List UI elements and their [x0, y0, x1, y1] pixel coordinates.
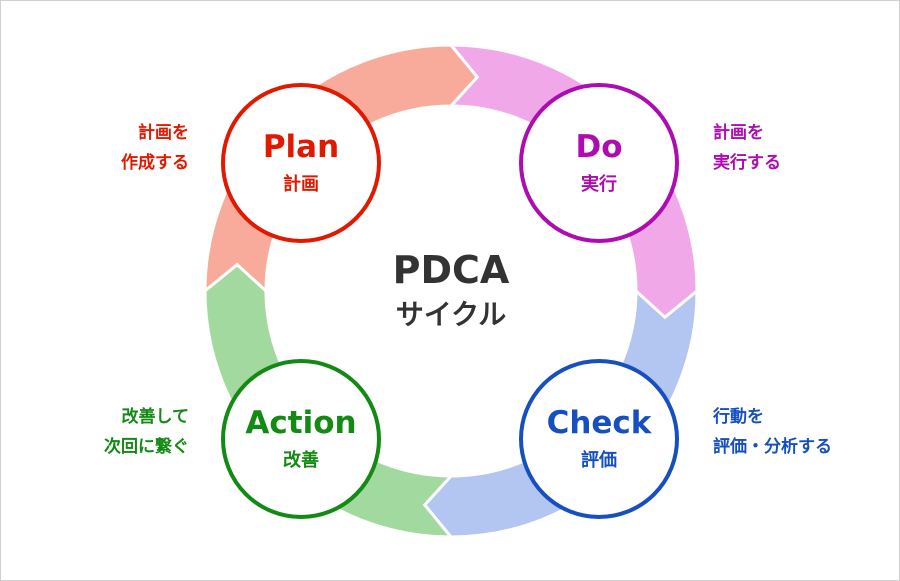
plan-description: 計画を 作成する — [39, 118, 189, 178]
do-desc-line: 実行する — [713, 153, 781, 173]
action-description: 改善して 次回に繋ぐ — [39, 402, 189, 462]
center-title-main: PDCA — [392, 248, 510, 292]
center-title: PDCA サイクル — [351, 251, 551, 333]
check-label-ja: 評価 — [581, 450, 617, 472]
plan-circle: Plan 計画 — [221, 83, 381, 243]
check-desc-line: 行動を — [713, 407, 764, 427]
plan-label-ja: 計画 — [283, 174, 319, 196]
action-label-ja: 改善 — [283, 450, 319, 472]
check-desc-line: 評価・分析する — [713, 437, 832, 457]
plan-desc-line: 計画を — [138, 123, 189, 143]
action-desc-line: 改善して — [121, 407, 190, 427]
action-circle: Action 改善 — [221, 359, 381, 519]
action-label: Action — [245, 404, 357, 441]
center-title-sub: サイクル — [395, 298, 507, 331]
plan-desc-line: 作成する — [121, 153, 189, 173]
check-label: Check — [546, 404, 652, 441]
do-circle: Do 実行 — [519, 83, 679, 243]
do-label: Do — [575, 128, 623, 165]
action-desc-line: 次回に繋ぐ — [104, 437, 189, 457]
do-label-ja: 実行 — [581, 174, 617, 196]
do-description: 計画を 実行する — [713, 118, 893, 178]
do-desc-line: 計画を — [713, 123, 764, 143]
check-circle: Check 評価 — [519, 359, 679, 519]
plan-label: Plan — [262, 128, 340, 165]
check-description: 行動を 評価・分析する — [713, 402, 893, 462]
